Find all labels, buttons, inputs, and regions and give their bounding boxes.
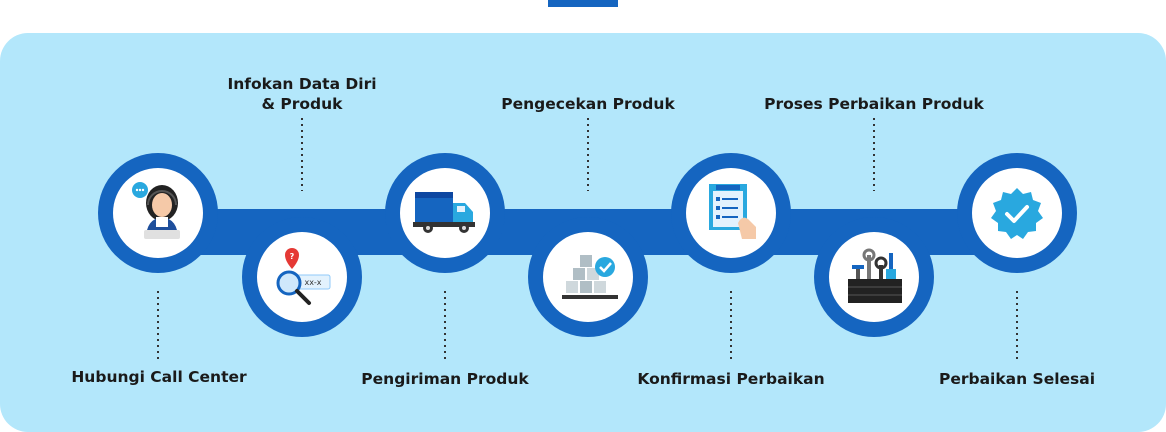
top-tab-accent [548,0,618,7]
step-label-2: Infokan Data Diri & Produk [227,75,377,113]
step-label-1: Hubungi Call Center [71,368,247,386]
step-label-3: Pengiriman Produk [361,370,529,388]
svg-text:?: ? [290,252,295,261]
process-flow-diagram: xx-x ? [98,118,1077,363]
step-label-5: Konfirmasi Perbaikan [637,370,825,388]
repair-tools-icon [848,248,902,303]
search-data-icon: xx-x ? [276,248,331,305]
step-label-6: Proses Perbaikan Produk [764,95,984,113]
step-circle-6 [814,217,934,337]
step-label-7: Perbaikan Selesai [938,370,1096,388]
call-center-agent-icon [132,182,180,239]
verified-badge-icon [991,188,1043,239]
step-label-4: Pengecekan Produk [501,95,675,113]
checked-boxes-icon [562,255,618,299]
process-panel: xx-x ? [0,33,1166,432]
leader-lines [157,118,1018,363]
svg-text:xx-x: xx-x [304,278,321,287]
delivery-truck-icon [413,192,475,233]
checklist-icon [709,184,756,239]
